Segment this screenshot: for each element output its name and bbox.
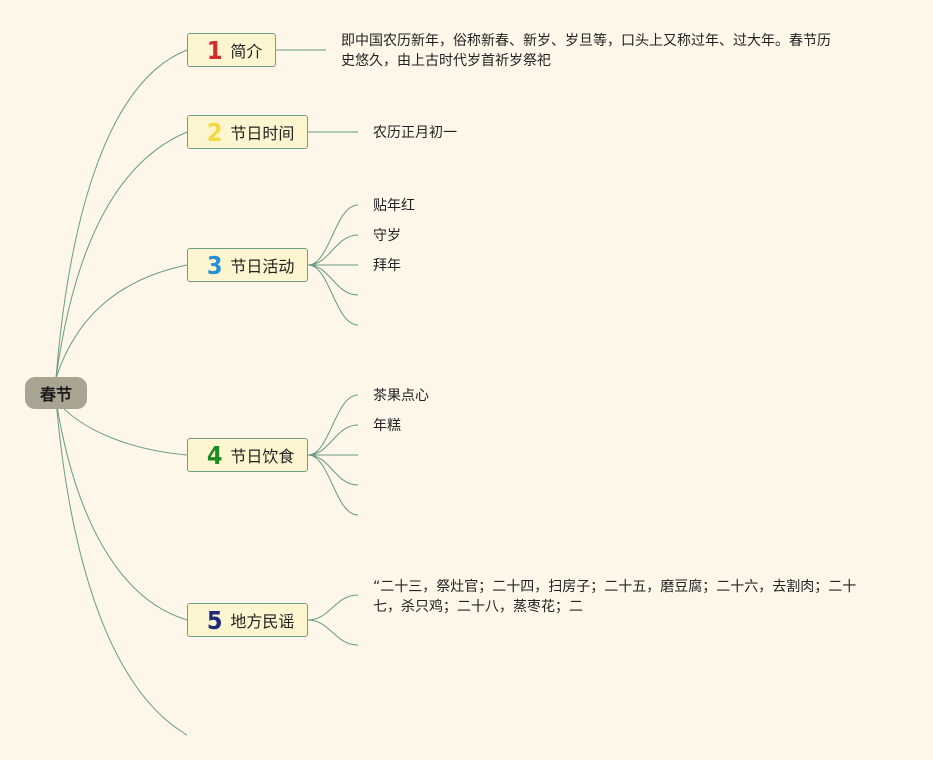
activity-item[interactable]: 贴年红	[373, 198, 415, 214]
topic-activities[interactable]: 3 节日活动	[187, 248, 308, 282]
link-activity-1	[307, 204, 359, 266]
root-node[interactable]: 春节	[25, 377, 87, 409]
ballad-text[interactable]: “二十三，祭灶官；二十四，扫房子；二十五，磨豆腐；二十六，去割肉；二十七，杀只鸡…	[373, 579, 857, 615]
topic-time[interactable]: 2 节日时间	[187, 115, 308, 149]
number-1-icon: 1	[206, 35, 223, 65]
topic-label: 节日饮食	[230, 447, 295, 466]
link-root-topic1	[55, 49, 188, 379]
food-item[interactable]: 年糕	[373, 418, 401, 434]
link-root-extra	[55, 399, 188, 736]
link-root-topic5	[55, 399, 188, 621]
topic-ballad[interactable]: 5 地方民谣	[187, 603, 308, 637]
activity-item[interactable]: 拜年	[373, 258, 401, 274]
link-ballad-2	[307, 619, 359, 646]
number-5-icon: 5	[206, 605, 223, 635]
number-4-icon: 4	[206, 440, 223, 470]
topic-label: 节日活动	[230, 257, 295, 276]
link-ballad-1	[307, 594, 359, 621]
link-food-4	[307, 454, 359, 486]
topic-label: 节日时间	[230, 124, 295, 143]
topic-intro[interactable]: 1 简介	[187, 33, 276, 67]
food-item[interactable]: 茶果点心	[373, 388, 429, 404]
topic-label: 简介	[230, 42, 263, 61]
activity-item[interactable]: 守岁	[373, 228, 401, 244]
link-activity-4	[307, 264, 359, 296]
link-root-topic4	[55, 399, 188, 456]
link-food-2	[307, 424, 359, 456]
root-label: 春节	[39, 385, 72, 404]
intro-text[interactable]: 即中国农历新年，俗称新春、新岁、岁旦等，口头上又称过年、过大年。春节历史悠久，由…	[341, 33, 831, 69]
link-food-1	[307, 394, 359, 456]
link-activity-2	[307, 234, 359, 266]
topic-food[interactable]: 4 节日饮食	[187, 438, 308, 472]
number-2-icon: 2	[206, 117, 223, 147]
link-food-5	[307, 454, 359, 516]
link-root-topic2	[55, 131, 188, 379]
topic-label: 地方民谣	[230, 612, 295, 631]
number-3-icon: 3	[206, 250, 223, 280]
link-root-topic3	[55, 264, 188, 379]
link-activity-5	[307, 264, 359, 326]
time-text[interactable]: 农历正月初一	[373, 125, 457, 141]
